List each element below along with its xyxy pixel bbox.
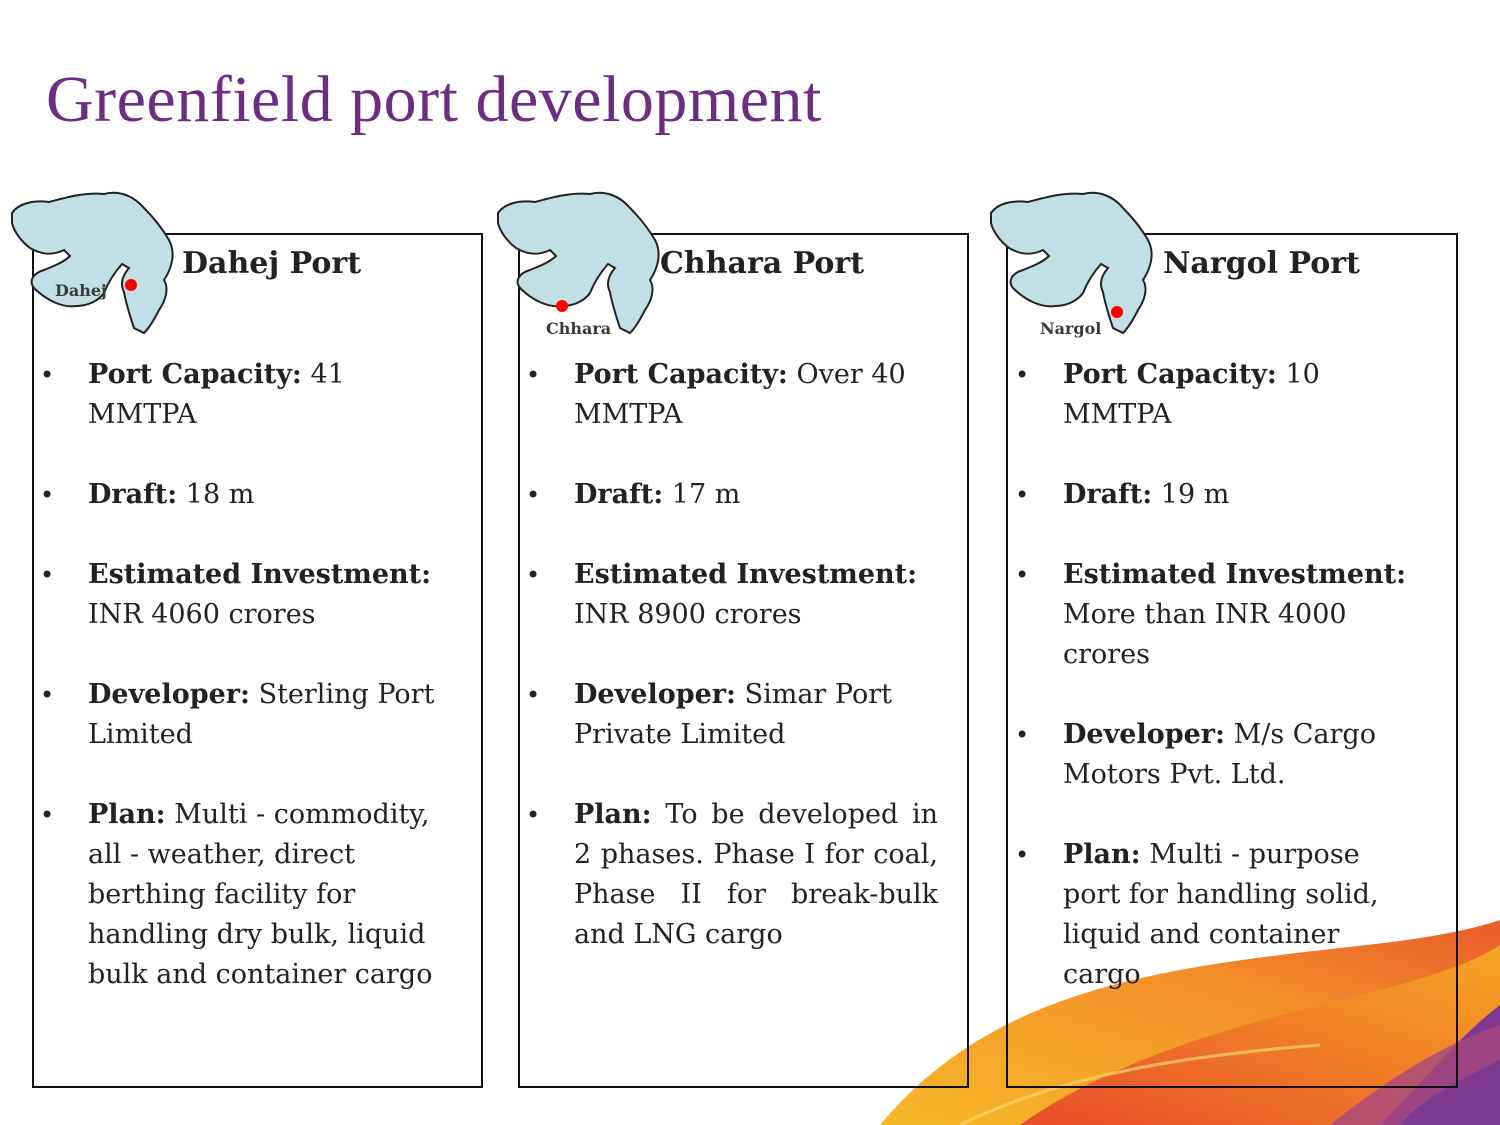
port-title: Chhara Port: [660, 246, 865, 281]
list-item: •Developer: Simar Port Private Limited: [526, 679, 892, 750]
gujarat-map-icon: [11, 191, 174, 335]
port-title: Dahej Port: [182, 246, 362, 281]
port-details-list: •Port Capacity: Over 40 MMTPA •Draft: 17…: [526, 355, 938, 995]
list-item: •Plan: To be developed in 2 phases. Phas…: [526, 799, 938, 950]
port-details-list: •Port Capacity: 41 MMTPA •Draft: 18 m •E…: [40, 355, 450, 1035]
list-item: •Draft: 19 m: [1015, 479, 1230, 510]
list-item: •Estimated Investment: More than INR 400…: [1015, 559, 1407, 670]
list-item: •Port Capacity: Over 40 MMTPA: [526, 359, 906, 430]
list-item: •Port Capacity: 10 MMTPA: [1015, 359, 1320, 430]
list-item: •Draft: 17 m: [526, 479, 741, 510]
list-item: •Port Capacity: 41 MMTPA: [40, 359, 345, 430]
map-marker-label: Dahej: [55, 281, 107, 300]
list-item: •Estimated Investment: INR 4060 crores: [40, 559, 432, 630]
map-marker-label: Nargol: [1040, 319, 1102, 338]
gujarat-map-icon: [990, 191, 1153, 335]
gujarat-map-icon: [497, 191, 660, 335]
port-title: Nargol Port: [1163, 246, 1360, 281]
list-item: •Draft: 18 m: [40, 479, 255, 510]
port-card-dahej: [32, 233, 483, 1088]
list-item: •Developer: M/s Cargo Motors Pvt. Ltd.: [1015, 719, 1376, 790]
map-marker-label: Chhara: [546, 319, 612, 338]
slide-title: Greenfield port development: [46, 63, 822, 136]
list-item: •Plan: Multi - commodity, all - weather,…: [40, 799, 433, 990]
list-item: •Plan: Multi - purpose port for handling…: [1015, 839, 1379, 990]
list-item: •Estimated Investment: INR 8900 crores: [526, 559, 918, 630]
port-card-chhara: [518, 233, 969, 1088]
list-item: •Developer: Sterling Port Limited: [40, 679, 435, 750]
port-details-list: •Port Capacity: 10 MMTPA •Draft: 19 m •E…: [1015, 355, 1415, 1035]
port-card-nargol: [1006, 233, 1458, 1088]
